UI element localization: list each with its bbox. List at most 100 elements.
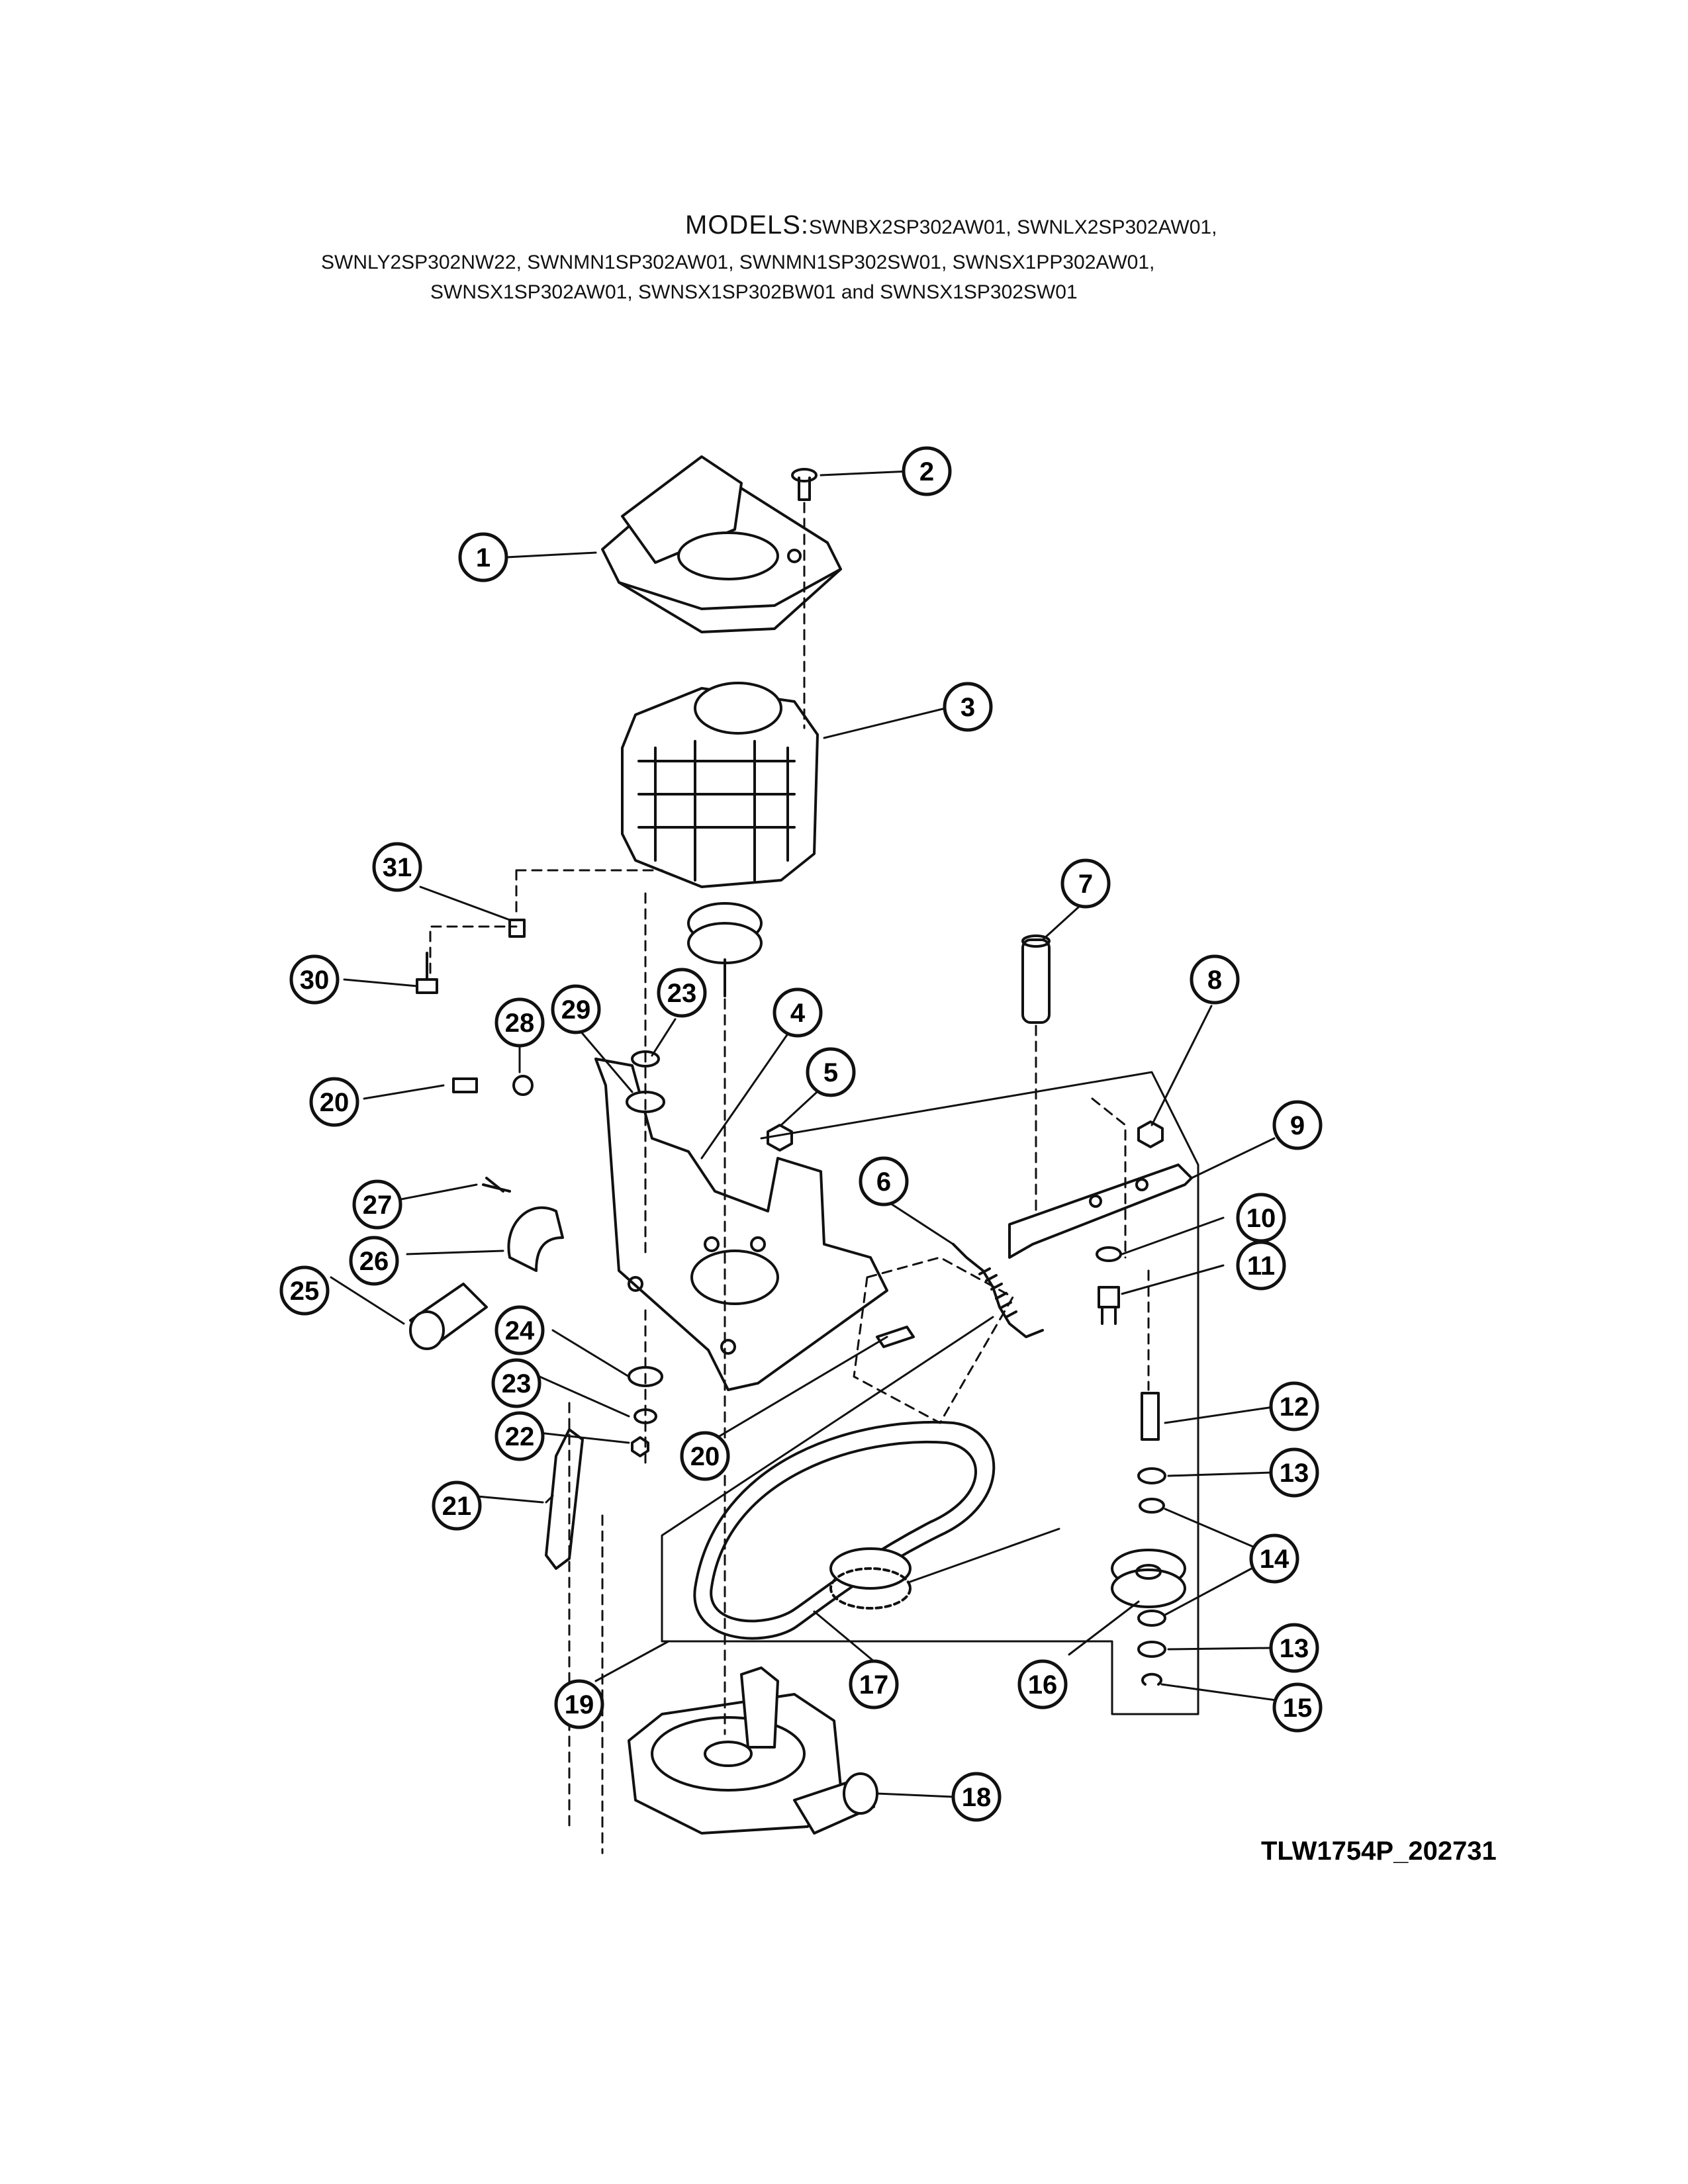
callout-number: 25 [290, 1277, 320, 1306]
callout-number: 3 [961, 693, 975, 722]
callout-6: 6 [859, 1156, 909, 1206]
callout-circle [309, 1077, 359, 1127]
callout-number: 17 [859, 1670, 889, 1700]
callout-2: 2 [902, 446, 952, 496]
callout-circle [1249, 1533, 1299, 1584]
callout-20: 20 [680, 1431, 730, 1481]
callout-circle [494, 1305, 545, 1355]
callout-circle [859, 1156, 909, 1206]
callout-circle [352, 1179, 402, 1230]
callout-number: 31 [383, 853, 412, 882]
idler-pulley-part [1111, 1467, 1186, 1686]
callout-circle [951, 1772, 1002, 1822]
callout-circle [1269, 1447, 1319, 1498]
callout-number: 20 [690, 1442, 720, 1471]
callout-number: 7 [1078, 870, 1093, 899]
motor-part [621, 682, 819, 997]
motor-cover-part [601, 455, 842, 633]
callout-number: 4 [790, 999, 806, 1028]
callout-21: 21 [432, 1480, 482, 1531]
callout-15: 15 [1272, 1682, 1323, 1733]
callout-13: 13 [1269, 1447, 1319, 1498]
callout-circle [849, 1659, 899, 1709]
water-pump-part [628, 1666, 878, 1835]
hardware-nuts-part [767, 1120, 1164, 1441]
callout-8: 8 [1190, 954, 1240, 1005]
callout-number: 29 [561, 995, 591, 1024]
callout-12: 12 [1269, 1381, 1319, 1432]
callout-23: 23 [657, 968, 707, 1018]
callout-number: 30 [300, 966, 330, 995]
mounting-bracket-part [594, 1058, 888, 1391]
callout-24: 24 [494, 1305, 545, 1355]
callout-1: 1 [458, 532, 508, 582]
models-line-3: SWNSX1SP302AW01, SWNSX1SP302BW01 and SWN… [430, 281, 1078, 303]
frame-outline [661, 1071, 1199, 1715]
callout-number: 27 [363, 1191, 393, 1220]
callout-circle [289, 954, 340, 1005]
idler-bracket-part [1008, 1163, 1193, 1259]
callout-23: 23 [491, 1358, 541, 1408]
callout-circle [494, 1411, 545, 1461]
callout-number: 2 [919, 457, 934, 486]
callout-5: 5 [806, 1047, 856, 1097]
callout-7: 7 [1060, 858, 1111, 909]
models-list-1: SWNBX2SP302AW01, SWNLX2SP302AW01, [809, 216, 1217, 238]
callout-number: 13 [1280, 1634, 1309, 1663]
callout-13: 13 [1269, 1623, 1319, 1673]
callout-circle [943, 682, 993, 732]
callout-16: 16 [1017, 1659, 1068, 1709]
callout-number: 26 [359, 1247, 389, 1276]
callout-number: 9 [1290, 1111, 1305, 1140]
callout-26: 26 [349, 1236, 399, 1286]
callout-circle [349, 1236, 399, 1286]
callout-circle [806, 1047, 856, 1097]
callout-circle [491, 1358, 541, 1408]
callout-circle [551, 984, 601, 1034]
callout-number: 19 [565, 1690, 594, 1719]
callout-number: 18 [962, 1783, 992, 1812]
callout-number: 23 [502, 1369, 532, 1398]
callout-10: 10 [1236, 1193, 1286, 1243]
callout-number: 13 [1280, 1459, 1309, 1488]
callout-number: 6 [876, 1167, 891, 1197]
callout-circle [1269, 1623, 1319, 1673]
models-label: MODELS: [685, 210, 810, 240]
callout-3: 3 [943, 682, 993, 732]
callout-circle [1017, 1659, 1068, 1709]
callout-circle [1236, 1240, 1286, 1291]
callout-number: 1 [476, 543, 491, 572]
callout-22: 22 [494, 1411, 545, 1461]
callout-circle [372, 842, 422, 892]
callout-number: 28 [505, 1009, 535, 1038]
callout-number: 15 [1283, 1694, 1313, 1723]
callout-number: 12 [1280, 1392, 1309, 1422]
callout-number: 24 [505, 1316, 535, 1345]
models-line-1: MODELS:SWNBX2SP302AW01, SWNLX2SP302AW01, [685, 210, 1217, 240]
callout-leaders [330, 470, 1282, 1798]
callout-14: 14 [1249, 1533, 1299, 1584]
callout-circle [902, 446, 952, 496]
callout-4: 4 [773, 987, 823, 1038]
callout-31: 31 [372, 842, 422, 892]
spring-part [952, 1243, 1044, 1338]
callout-circle [1272, 1100, 1323, 1150]
callout-number: 10 [1246, 1204, 1276, 1233]
models-line-2: SWNLY2SP302NW22, SWNMN1SP302AW01, SWNMN1… [321, 251, 1155, 273]
callout-circle [279, 1265, 330, 1316]
callout-29: 29 [551, 984, 601, 1034]
screw-part [791, 468, 818, 501]
callout-9: 9 [1272, 1100, 1323, 1150]
callout-19: 19 [554, 1679, 604, 1729]
callout-circle [1272, 1682, 1323, 1733]
callout-circle [458, 532, 508, 582]
callout-number: 23 [667, 979, 697, 1008]
callout-circle [657, 968, 707, 1018]
callout-circle [494, 997, 545, 1048]
callout-circle [1060, 858, 1111, 909]
callout-number: 16 [1028, 1670, 1058, 1700]
sleeve-part [1021, 934, 1051, 1024]
callout-18: 18 [951, 1772, 1002, 1822]
callout-circle [1269, 1381, 1319, 1432]
